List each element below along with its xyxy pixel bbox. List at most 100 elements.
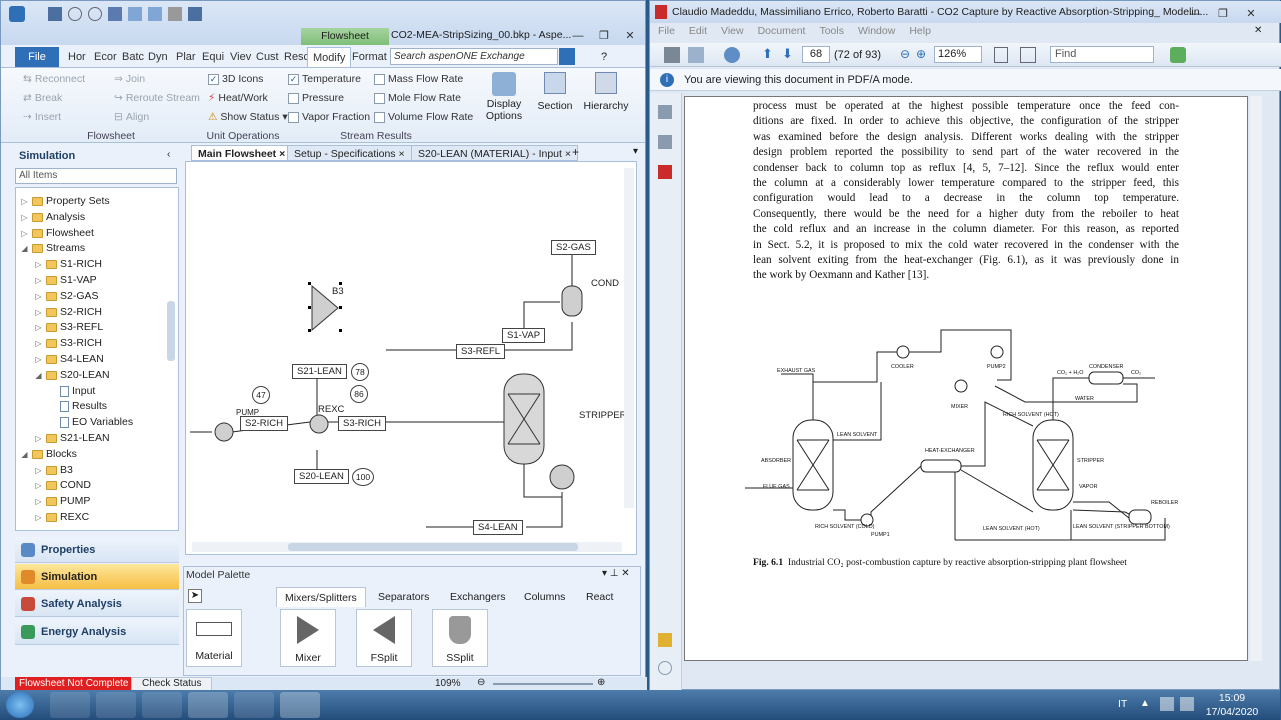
heat-work-button[interactable]: ⚡Heat/Work [208,92,268,104]
next-icon[interactable] [108,7,122,21]
flowsheet-canvas[interactable]: S2-GAS S1-VAP S3-REFL S21-LEAN S2-RICH S… [185,161,637,555]
menu-tools[interactable]: Tools [819,25,844,37]
stream-label-s2-gas[interactable]: S2-GAS [551,240,596,255]
tree-item[interactable]: ◢Streams [20,241,85,256]
previous-page-icon[interactable]: ⬆ [762,46,773,61]
save-icon[interactable] [48,7,62,21]
start-button[interactable] [6,692,34,718]
zoom-in-icon[interactable]: ⊕ [597,677,606,688]
collapsed-arrow-icon[interactable]: ▷ [35,513,42,522]
insert-button[interactable]: ⇢Insert [23,111,62,123]
tab-home[interactable]: Hor [68,51,86,63]
bookmarks-panel-icon[interactable] [658,135,672,149]
stream-label-s4-lean[interactable]: S4-LEAN [473,520,523,535]
sidebar-filter-select[interactable]: All Items [15,168,177,184]
reset-icon[interactable] [188,7,202,21]
stream-label-s1-vap[interactable]: S1-VAP [502,328,546,343]
close-icon[interactable]: ✕ [1246,8,1256,20]
tools-icon[interactable] [1170,47,1186,63]
block-label-rexc[interactable]: REXC [318,404,345,415]
acrobat-icon[interactable] [655,5,667,19]
undo-icon[interactable] [68,7,82,21]
network-icon[interactable] [1160,697,1174,711]
taskbar-explorer-icon[interactable] [50,692,90,718]
attachments-panel-icon[interactable] [658,165,672,179]
block-label-b3[interactable]: B3 [332,286,344,297]
search-icon[interactable] [559,48,575,65]
tab-economics[interactable]: Ecor [94,51,117,63]
palette-item-fsplit[interactable]: FSplit [356,609,412,667]
expanded-arrow-icon[interactable]: ◢ [21,449,28,459]
reconnect-button[interactable]: ⇆Reconnect [23,73,86,85]
collapsed-arrow-icon[interactable]: ▷ [21,212,28,222]
tree-item[interactable]: ▷S2-RICH [34,305,102,320]
page-number-input[interactable]: 68 [802,46,830,63]
collapsed-arrow-icon[interactable]: ▷ [35,276,42,285]
flowsheet-status-warning[interactable]: Flowsheet Not Complete [15,677,133,691]
tray-arrow-icon[interactable]: ▲ [1140,698,1150,709]
minimize-icon[interactable]: — [572,30,584,42]
3d-icons-checkbox[interactable]: ✓3D Icons [208,73,264,85]
save-icon[interactable] [688,47,704,63]
show-status-button[interactable]: ⚠Show Status▾ [208,111,288,123]
hscroll-thumb[interactable] [288,543,578,551]
language-indicator[interactable]: IT [1118,698,1128,710]
collapsed-arrow-icon[interactable]: ▷ [35,323,42,333]
help-icon[interactable]: ? [601,51,608,63]
close-tab-icon[interactable]: × [398,148,405,160]
tab-modify[interactable]: Modify [307,47,352,67]
find-input[interactable]: Find [1050,46,1154,63]
aspen-app-icon[interactable] [9,6,25,22]
tab-main-flowsheet[interactable]: Main Flowsheet × [191,145,293,161]
collapsed-arrow-icon[interactable]: ▷ [35,434,42,443]
pages-panel-icon[interactable] [658,105,672,119]
canvas-hscrollbar[interactable] [192,542,622,552]
menu-file[interactable]: File [658,25,675,37]
nav-simulation[interactable]: Simulation [15,564,179,590]
tree-item[interactable]: ▷S1-VAP [34,273,96,288]
taskbar-firefox-icon[interactable] [96,692,136,718]
palette-item-material[interactable]: Material [186,609,242,667]
tab-format[interactable]: Format [352,51,387,63]
stream-label-s20-lean[interactable]: S20-LEAN [294,469,349,484]
tree-item[interactable]: ▷Analysis [20,210,85,225]
zoom-in-icon[interactable]: ⊕ [916,47,927,61]
pdf-vscrollbar[interactable] [1250,96,1262,661]
tree-item[interactable]: ▷S3-RICH [34,336,102,351]
section-button[interactable]: Section [533,72,577,128]
canvas-vscrollbar[interactable] [624,168,634,508]
fit-width-icon[interactable] [1020,47,1036,63]
palette-tab-reactors[interactable]: React [586,591,614,603]
taskbar-app-icon[interactable] [234,692,274,718]
comments-panel-icon[interactable] [658,633,672,647]
palette-item-ssplit[interactable]: SSplit [432,609,488,667]
stop-icon[interactable] [168,7,182,21]
zoom-out-icon[interactable]: ⊖ [477,677,486,688]
menu-document[interactable]: Document [757,25,806,37]
tree-item[interactable]: ◢S20-LEAN [34,368,109,383]
sidebar-scrollbar[interactable] [167,301,175,361]
tree-item[interactable]: ▷S4-LEAN [34,352,103,367]
maximize-icon[interactable]: ❐ [599,30,609,42]
break-button[interactable]: ⇄Break [23,92,63,104]
nav-properties[interactable]: Properties [15,537,179,563]
collapsed-arrow-icon[interactable]: ▷ [35,355,42,364]
tree-item[interactable]: ▷PUMP [34,494,90,509]
pointer-tool-icon[interactable]: ➤ [188,589,202,603]
menu-view[interactable]: View [721,25,744,37]
palette-tab-mixers-splitters[interactable]: Mixers/Splitters [276,587,366,607]
collapsed-arrow-icon[interactable]: ▷ [35,465,42,475]
tree-item[interactable]: ▷S21-LEAN [34,431,109,446]
tree-item[interactable]: Input [48,384,95,399]
nav-safety-analysis[interactable]: Safety Analysis [15,591,179,617]
block-label-cond[interactable]: COND [591,278,619,289]
tab-dropdown-icon[interactable]: ▾ [633,146,639,157]
stream-label-s3-rich[interactable]: S3-RICH [338,416,387,431]
tab-s20-lean-input[interactable]: S20-LEAN (MATERIAL) - Input × [411,145,578,161]
menu-edit[interactable]: Edit [688,25,708,37]
zoom-out-icon[interactable]: ⊖ [900,47,911,61]
reroute-stream-button[interactable]: ↪Reroute Stream [114,92,200,104]
zoom-select[interactable]: 126% [934,46,982,63]
collapsed-arrow-icon[interactable]: ▷ [21,197,28,206]
close-tab-icon[interactable]: × [279,148,286,160]
